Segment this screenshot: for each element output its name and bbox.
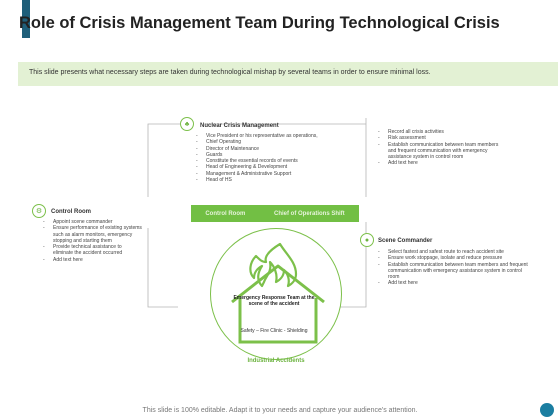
list-item: Chief Operating: [196, 139, 371, 146]
title-accent-bar: [22, 0, 30, 38]
list-item: Director of Maintenance: [196, 146, 371, 153]
page-title: Role of Crisis Management Team During Te…: [19, 14, 500, 32]
list-item: Select fastest and safest route to reach…: [378, 249, 528, 256]
list-item: Head of HS: [196, 177, 371, 184]
house-fire-icon: [231, 242, 325, 344]
control-room-title: Control Room: [51, 209, 91, 215]
records-list: Record all crisis activities Risk assess…: [378, 129, 503, 167]
scene-commander-icon: ●: [360, 233, 374, 247]
nuclear-list: Vice President or his representative as …: [196, 133, 371, 184]
list-item: Add text here: [43, 257, 143, 264]
corner-dot: [540, 403, 554, 417]
scene-commander-title: Scene Commander: [378, 238, 433, 244]
footer-note: This slide is 100% editable. Adapt it to…: [142, 407, 418, 414]
bar-label-chief-operations: Chief of Operations Shift: [273, 210, 345, 217]
house-sub: Safety – Fire Clinic - Shielding: [240, 328, 308, 334]
roles-bar: Control Room Chief of Operations Shift: [191, 205, 359, 222]
list-item: Appoint scene commander: [43, 219, 143, 226]
nuclear-icon: ♣: [180, 117, 194, 131]
scene-commander-list: Select fastest and safest route to reach…: [378, 249, 528, 287]
list-item: Risk assessment: [378, 135, 503, 142]
house-heading: Emergency Response Team at the scene of …: [233, 295, 315, 307]
list-item: Ensure work stoppage, isolate and reduce…: [378, 255, 528, 262]
list-item: Head of Engineering & Development: [196, 164, 371, 171]
bar-label-control-room: Control Room: [205, 210, 246, 217]
nuclear-title: Nuclear Crisis Management: [200, 123, 279, 129]
list-item: Record all crisis activities: [378, 129, 503, 136]
list-item: Management & Administrative Support: [196, 171, 371, 178]
list-item: Add text here: [378, 280, 528, 287]
control-room-list: Appoint scene commander Ensure performan…: [43, 219, 143, 263]
description-banner: This slide presents what necessary steps…: [18, 62, 558, 86]
list-item: Add text here: [378, 160, 503, 167]
list-item: Establish communication between team mem…: [378, 262, 528, 281]
list-item: Constitute the essential records of even…: [196, 158, 371, 165]
list-item: Ensure performance of existing systems s…: [43, 225, 143, 244]
control-room-icon: ⚙: [32, 204, 46, 218]
list-item: Guards: [196, 152, 371, 159]
list-item: Provide technical assistance to eliminat…: [43, 244, 143, 257]
banner-text: This slide presents what necessary steps…: [29, 69, 431, 76]
list-item: Establish communication between team mem…: [378, 142, 503, 161]
list-item: Vice President or his representative as …: [196, 133, 371, 140]
industrial-accidents-label: Industrial Accidents: [247, 358, 305, 364]
